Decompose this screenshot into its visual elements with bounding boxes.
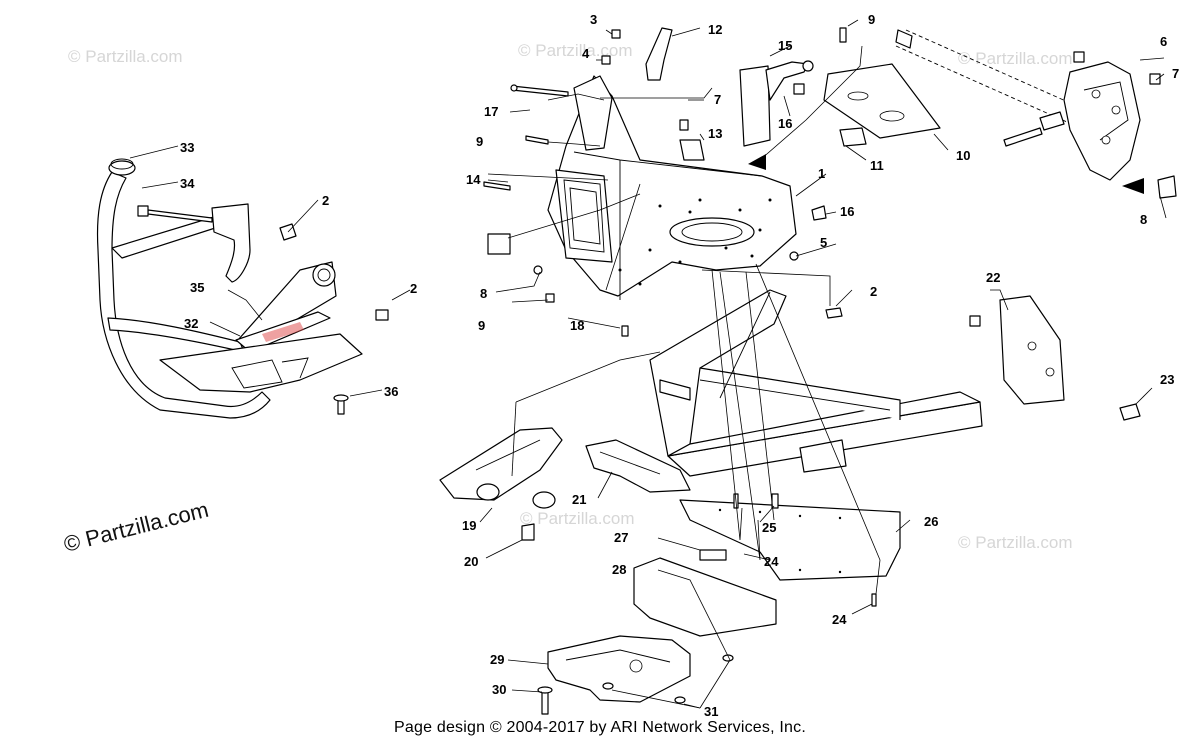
callout-28: 28	[612, 562, 626, 577]
callout-16a: 16	[778, 116, 792, 131]
callout-25: 25	[762, 520, 776, 535]
callout-7a: 7	[714, 92, 721, 107]
callout-14: 14	[466, 172, 481, 187]
brush-guard-assembly	[96, 158, 389, 419]
callout-9b: 9	[476, 134, 483, 149]
callout-9a: 9	[868, 12, 875, 27]
main-frame-assembly	[439, 289, 1141, 715]
leader-lines	[129, 19, 1167, 709]
callout-2b: 2	[410, 281, 417, 296]
callout-17: 17	[484, 104, 498, 119]
callout-2c: 2	[870, 284, 877, 299]
watermark-top-left: © Partzilla.com	[68, 47, 183, 66]
callout-5: 5	[820, 235, 827, 250]
callout-24a: 24	[764, 554, 779, 569]
callout-23: 23	[1160, 372, 1174, 387]
callout-18: 18	[570, 318, 584, 333]
callout-13: 13	[708, 126, 722, 141]
callout-10: 10	[956, 148, 970, 163]
callout-11: 11	[870, 158, 884, 173]
callout-20: 20	[464, 554, 478, 569]
callout-labels: 1 2 2 2 3 4 5 6 7 7 8 8 9 9 9 10 11 12 1…	[180, 12, 1179, 719]
watermark-bottom-center: © Partzilla.com	[520, 509, 635, 528]
callout-35: 35	[190, 280, 204, 295]
callout-33: 33	[180, 140, 194, 155]
callout-22: 22	[986, 270, 1000, 285]
callout-34: 34	[180, 176, 195, 191]
callout-3: 3	[590, 12, 597, 27]
callout-12: 12	[708, 22, 722, 37]
bracket-assembly-right	[895, 29, 1177, 199]
callout-1: 1	[818, 166, 825, 181]
callout-24b: 24	[832, 612, 847, 627]
callout-9c: 9	[478, 318, 485, 333]
callout-16b: 16	[840, 204, 854, 219]
callout-8a: 8	[480, 286, 487, 301]
front-fascia-assembly	[483, 27, 941, 337]
callout-15: 15	[778, 38, 792, 53]
callout-27: 27	[614, 530, 628, 545]
callout-26: 26	[924, 514, 938, 529]
callout-29: 29	[490, 652, 504, 667]
callout-4: 4	[582, 46, 590, 61]
callout-6: 6	[1160, 34, 1167, 49]
callout-36: 36	[384, 384, 398, 399]
page-footer: Page design © 2004-2017 by ARI Network S…	[394, 719, 806, 736]
callout-30: 30	[492, 682, 506, 697]
callout-8b: 8	[1140, 212, 1147, 227]
callout-32: 32	[184, 316, 198, 331]
watermark-bottom-right: © Partzilla.com	[958, 533, 1073, 552]
watermark-top-right: © Partzilla.com	[958, 49, 1073, 68]
watermark-large: © Partzilla.com	[61, 497, 211, 557]
callout-7b: 7	[1172, 66, 1179, 81]
callout-2a: 2	[322, 193, 329, 208]
callout-21: 21	[572, 492, 586, 507]
callout-19: 19	[462, 518, 476, 533]
watermark-top-center: © Partzilla.com	[518, 41, 633, 60]
callout-31: 31	[704, 704, 718, 719]
